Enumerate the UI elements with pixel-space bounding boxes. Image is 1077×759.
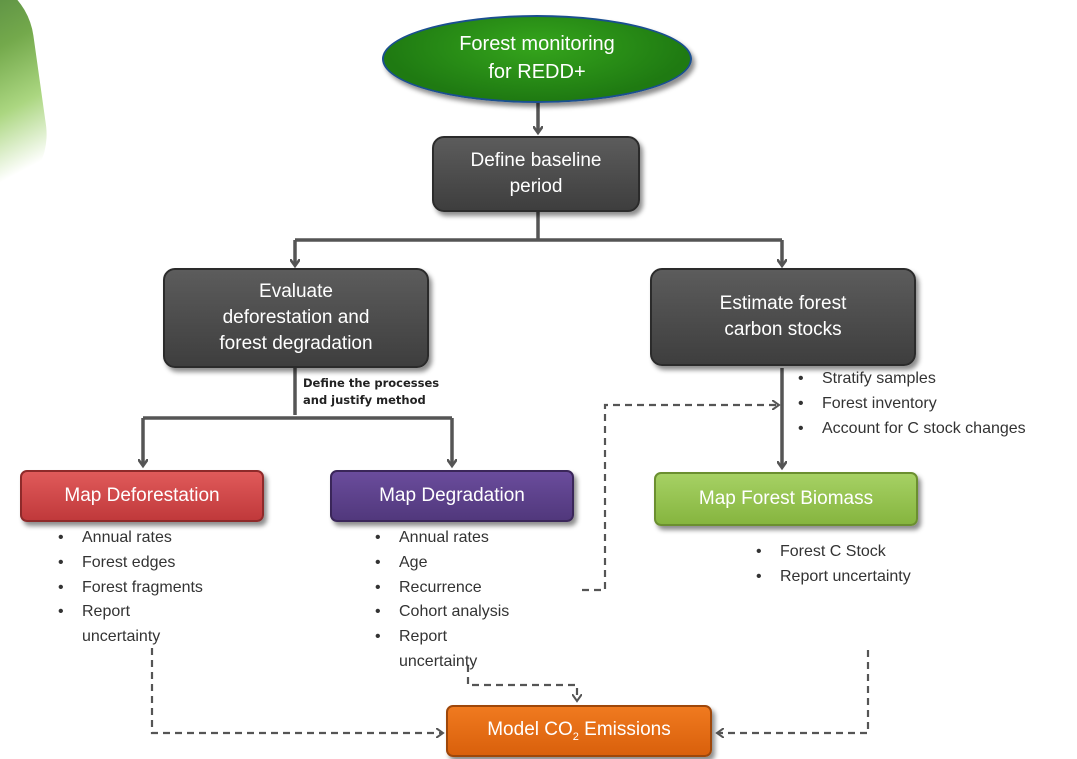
list-item: Cohort analysis [371, 600, 509, 625]
model-label-suffix: Emissions [578, 719, 671, 741]
dashed-degradation-to-model [466, 665, 577, 700]
evaluate-node: Evaluate deforestation and forest degrad… [163, 268, 429, 368]
map-deforestation-node: Map Deforestation [20, 470, 264, 522]
carbon-bullet-list: Stratify samples Forest inventory Accoun… [794, 367, 1026, 441]
estimate-label: Estimate forest carbon stocks [719, 292, 847, 340]
estimate-node: Estimate forest carbon stocks [650, 268, 916, 366]
start-label: Forest monitoring for REDD+ [459, 33, 615, 83]
model-emissions-node: Model CO2 Emissions [446, 705, 712, 757]
start-node: Forest monitoring for REDD+ [382, 15, 692, 103]
map-biomass-node: Map Forest Biomass [654, 472, 918, 526]
deforestation-bullet-list: Annual rates Forest edges Forest fragmen… [54, 526, 203, 650]
list-item: Annual rates [371, 526, 509, 551]
list-item: Report uncertainty [752, 565, 911, 590]
baseline-label: Define baseline period [470, 149, 602, 197]
list-item: Forest fragments [54, 576, 203, 601]
process-note: Define the processes and justify method [303, 376, 440, 408]
map-deforestation-label: Map Deforestation [64, 484, 220, 506]
list-item: Account for C stock changes [794, 417, 1026, 442]
list-item: Forest C Stock [752, 540, 911, 565]
map-degradation-node: Map Degradation [330, 470, 574, 522]
dashed-biomass-to-model [718, 650, 870, 733]
biomass-bullet-list: Forest C Stock Report uncertainty [752, 540, 911, 590]
list-item: Forest edges [54, 551, 203, 576]
dashed-degradation-to-carbon [582, 405, 778, 592]
list-item: Forest inventory [794, 392, 1026, 417]
list-item: Report uncertainty [371, 625, 509, 675]
map-biomass-label: Map Forest Biomass [698, 487, 874, 509]
list-item: Report uncertainty [54, 600, 203, 650]
dashed-deforestation-to-model [150, 648, 442, 733]
model-label-subscript: 2 [572, 730, 579, 743]
map-degradation-label: Map Degradation [379, 484, 525, 506]
baseline-node: Define baseline period [432, 136, 640, 212]
list-item: Annual rates [54, 526, 203, 551]
list-item: Stratify samples [794, 367, 1026, 392]
list-item: Age [371, 551, 509, 576]
model-label-prefix: Model CO [487, 719, 573, 741]
list-item: Recurrence [371, 576, 509, 601]
evaluate-label: Evaluate deforestation and forest degrad… [219, 280, 373, 355]
degradation-bullet-list: Annual rates Age Recurrence Cohort analy… [371, 526, 509, 675]
model-emissions-label: Model CO2 Emissions [487, 717, 671, 745]
